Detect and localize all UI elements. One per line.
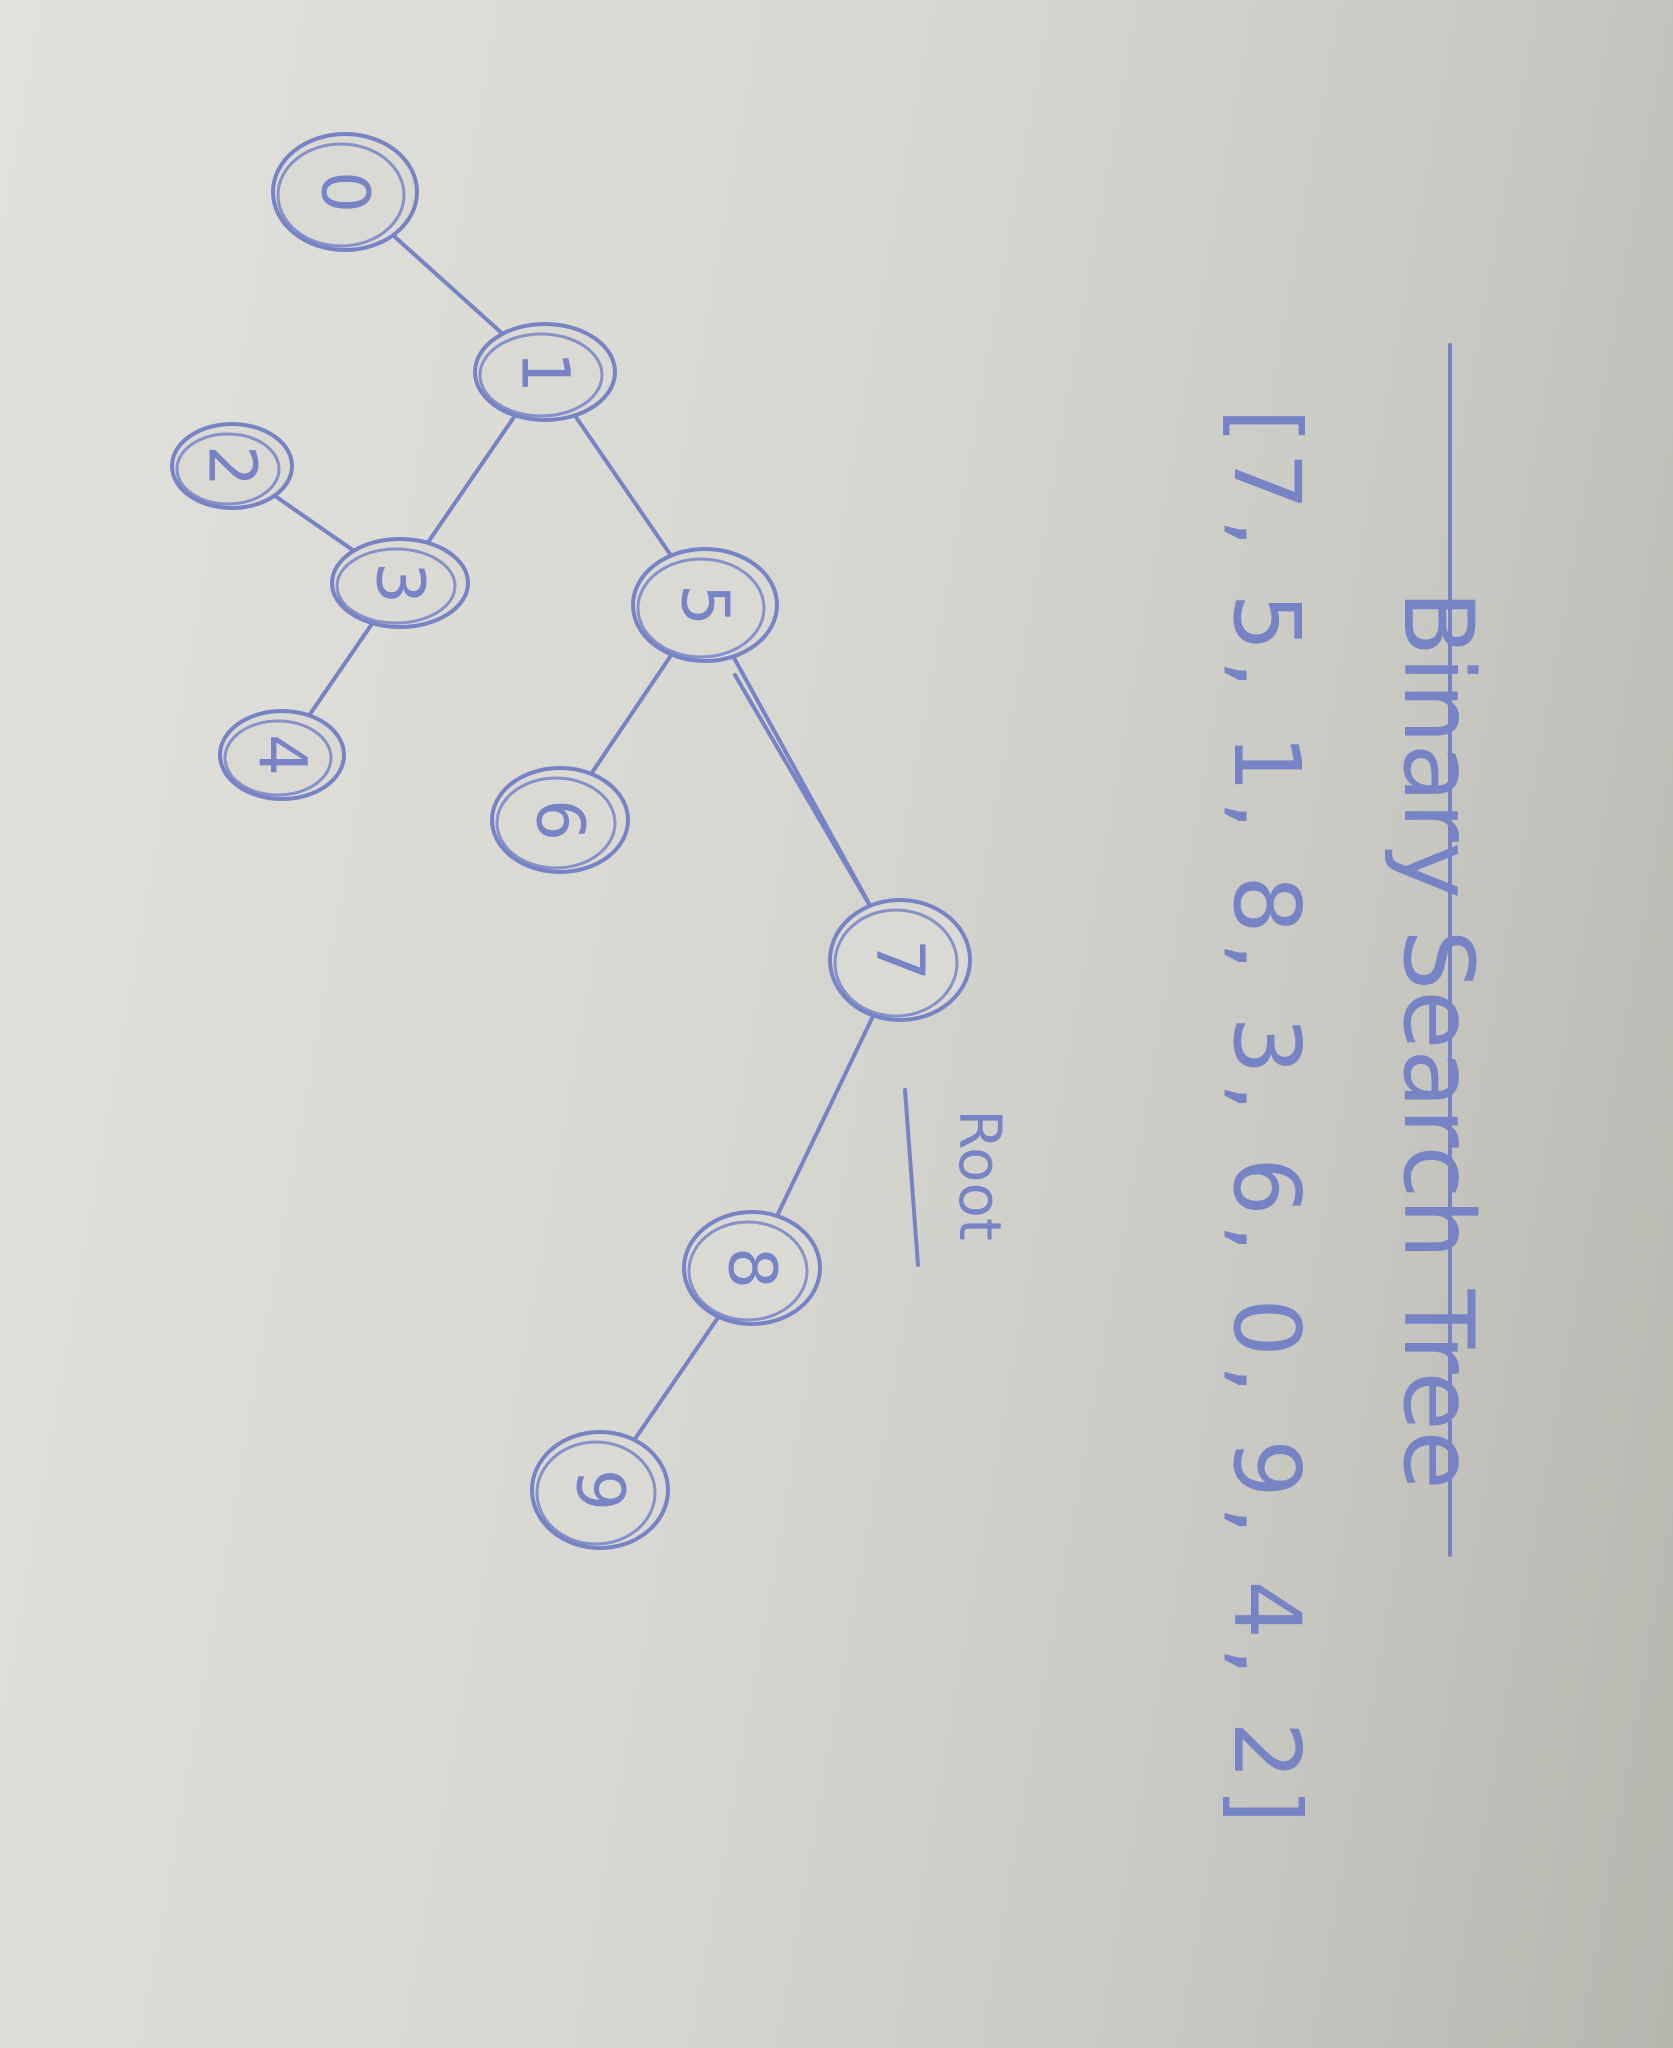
node-fill	[332, 539, 468, 627]
node-fill	[273, 134, 417, 250]
tree-node-6: 6	[490, 766, 630, 874]
node-label-8: 8	[714, 1247, 791, 1289]
root-label: Root	[946, 1109, 1014, 1240]
diagram-title: Binary Search Tree	[1382, 590, 1494, 1489]
node-circle	[631, 547, 779, 663]
root-underline	[903, 1088, 920, 1267]
node-label-7: 7	[862, 939, 939, 981]
node-fill	[830, 900, 970, 1020]
tree-node-8: 8	[682, 1210, 822, 1326]
nodes-layer: 0 1 2 3 4 5 6 7 8 9	[170, 132, 972, 1550]
node-label-4: 4	[244, 734, 321, 776]
node-circle	[271, 132, 419, 252]
node-fill	[532, 1432, 668, 1548]
node-label-1: 1	[507, 351, 584, 393]
node-inner-ring	[636, 557, 766, 659]
node-label-3: 3	[362, 562, 439, 604]
node-inner-ring	[687, 1220, 809, 1322]
tree-node-2: 2	[170, 422, 294, 510]
node-inner-ring	[495, 776, 617, 870]
node-fill	[492, 768, 628, 872]
node-inner-ring	[335, 547, 457, 625]
node-circle	[170, 422, 294, 510]
node-circle	[490, 766, 630, 874]
tree-node-3: 3	[330, 537, 470, 629]
node-label-2: 2	[194, 445, 271, 487]
tree-node-0: 0	[271, 132, 419, 252]
node-fill	[633, 549, 777, 661]
node-inner-ring	[478, 332, 604, 418]
tree-node-4: 4	[218, 709, 346, 801]
node-circle	[530, 1430, 670, 1550]
node-label-0: 0	[307, 171, 384, 213]
node-inner-ring	[833, 908, 959, 1018]
node-fill	[475, 324, 615, 420]
node-fill	[684, 1212, 820, 1324]
node-inner-ring	[223, 719, 333, 797]
node-label-6: 6	[522, 799, 599, 841]
node-label-5: 5	[667, 584, 744, 626]
node-inner-ring	[535, 1440, 657, 1546]
node-fill	[220, 711, 344, 799]
node-inner-ring	[276, 142, 406, 248]
insertion-sequence: [7, 5, 1, 8, 3, 6, 0, 9, 4, 2]	[1213, 408, 1320, 1832]
node-label-9: 9	[562, 1469, 639, 1511]
node-fill	[172, 424, 292, 508]
node-inner-ring	[175, 432, 281, 506]
edge-n7-n5-second-stroke	[733, 673, 892, 942]
tree-node-9: 9	[530, 1430, 670, 1550]
node-circle	[330, 537, 470, 629]
tree-node-7: 7	[828, 898, 972, 1022]
node-circle	[682, 1210, 822, 1326]
node-circle	[473, 322, 617, 422]
node-circle	[218, 709, 346, 801]
tree-node-5: 5	[631, 547, 779, 663]
node-circle	[828, 898, 972, 1022]
tree-node-1: 1	[473, 322, 617, 422]
